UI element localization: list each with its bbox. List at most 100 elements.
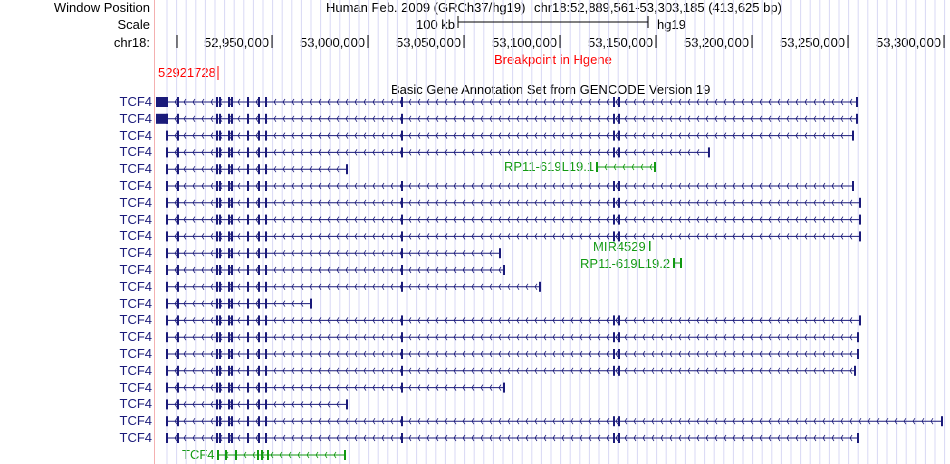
strand-arrow: [615, 434, 619, 442]
gene-label-rp11-619l19-2[interactable]: RP11-619L19.2: [580, 256, 671, 271]
strand-arrow: [624, 317, 628, 324]
transcript-label[interactable]: TCF4: [119, 127, 153, 143]
transcript-label[interactable]: TCF4: [119, 396, 153, 412]
strand-arrow: [462, 317, 466, 324]
tcf4-green-exon: [257, 450, 259, 460]
strand-arrow: [622, 163, 626, 171]
gene-label-mir4529[interactable]: MIR4529: [593, 239, 646, 254]
transcript-exon: [401, 231, 403, 242]
strand-arrow: [354, 98, 358, 106]
transcript-label[interactable]: TCF4: [119, 178, 153, 193]
strand-arrow: [237, 199, 241, 207]
strand-arrow: [849, 98, 853, 106]
strand-arrow: [642, 182, 646, 190]
strand-arrow: [318, 132, 322, 139]
strand-arrow: [318, 333, 322, 341]
ruler-tick-label: 52,950,000: [203, 35, 270, 50]
strand-arrow: [417, 417, 421, 425]
strand-arrow: [768, 434, 772, 442]
strand-arrow: [309, 115, 313, 123]
transcript-exon: [258, 181, 261, 191]
strand-arrow: [660, 434, 664, 442]
strand-arrow: [309, 350, 313, 358]
strand-arrow: [390, 266, 394, 274]
strand-arrow: [489, 199, 493, 207]
transcript-label[interactable]: TCF4: [119, 110, 153, 126]
strand-arrow: [633, 434, 637, 442]
transcript-label[interactable]: TCF4: [119, 346, 153, 361]
strand-arrow: [741, 317, 745, 324]
transcript-label[interactable]: TCF4: [119, 295, 153, 311]
strand-arrow: [426, 115, 430, 123]
strand-arrow: [201, 401, 205, 408]
strand-arrow: [561, 350, 565, 358]
strand-arrow: [561, 317, 565, 324]
transcript-label[interactable]: TCF4: [119, 161, 153, 177]
strand-arrow: [849, 367, 853, 375]
strand-arrow: [291, 367, 295, 375]
gene-label-rp11-619l19-1[interactable]: RP11-619L19.1: [504, 159, 595, 174]
strand-arrow: [273, 199, 277, 207]
strand-arrow: [363, 384, 367, 391]
strand-arrow: [390, 317, 394, 324]
transcript-label[interactable]: TCF4: [119, 413, 153, 429]
strand-arrow: [795, 182, 799, 190]
strand-arrow: [651, 149, 655, 156]
strand-arrow: [282, 283, 286, 291]
transcript-exon: [230, 130, 233, 141]
strand-arrow: [444, 283, 448, 291]
transcript-exon: [247, 281, 250, 292]
strand-arrow: [777, 417, 781, 425]
strand-arrow: [201, 199, 205, 207]
strand-arrow: [309, 249, 313, 257]
strand-arrow: [435, 367, 439, 375]
strand-arrow: [741, 350, 745, 358]
strand-arrow: [435, 266, 439, 274]
transcript-label[interactable]: TCF4: [119, 144, 153, 160]
strand-arrow: [309, 199, 313, 207]
strand-arrow: [462, 417, 466, 425]
strand-arrow: [291, 249, 295, 257]
transcript-exon: [258, 332, 261, 343]
strand-arrow: [408, 367, 412, 375]
strand-arrow: [759, 98, 763, 106]
transcript-label[interactable]: TCF4: [119, 430, 153, 445]
transcript-exon: [216, 265, 219, 275]
transcript-label[interactable]: TCF4: [119, 194, 153, 210]
transcript-label[interactable]: TCF4: [119, 245, 153, 261]
strand-arrow: [183, 417, 187, 425]
strand-arrow: [282, 115, 286, 123]
strand-arrow: [588, 350, 592, 358]
strand-arrow: [453, 283, 457, 291]
strand-arrow: [426, 233, 430, 240]
transcript-label[interactable]: TCF4: [119, 94, 153, 109]
gene-label-tcf4-green[interactable]: TCF4: [182, 447, 215, 462]
strand-arrow: [840, 233, 844, 240]
strand-arrow: [561, 98, 565, 106]
transcript-label[interactable]: TCF4: [119, 262, 153, 277]
transcript-label[interactable]: TCF4: [119, 379, 153, 395]
strand-arrow: [723, 233, 727, 240]
ruler-tick-label: 53,300,000: [875, 35, 942, 50]
strand-arrow: [687, 115, 691, 123]
strand-arrow: [255, 216, 259, 223]
strand-arrow: [417, 182, 421, 190]
strand-arrow: [237, 283, 241, 291]
strand-arrow: [408, 199, 412, 207]
transcript-label[interactable]: TCF4: [119, 228, 153, 244]
tcf4-green-exon: [267, 450, 269, 460]
transcript-label[interactable]: TCF4: [119, 329, 153, 345]
transcript-label[interactable]: TCF4: [119, 211, 153, 227]
strand-arrow: [543, 182, 547, 190]
strand-arrow: [201, 165, 205, 173]
transcript-label[interactable]: TCF4: [119, 278, 153, 294]
strand-arrow: [525, 434, 529, 442]
strand-arrow: [210, 266, 214, 274]
transcript-label[interactable]: TCF4: [119, 312, 153, 328]
transcript-exon: [230, 433, 233, 443]
strand-arrow: [309, 283, 313, 291]
strand-arrow: [417, 350, 421, 358]
transcript-label[interactable]: TCF4: [119, 362, 153, 378]
transcript-exon: [218, 298, 221, 309]
